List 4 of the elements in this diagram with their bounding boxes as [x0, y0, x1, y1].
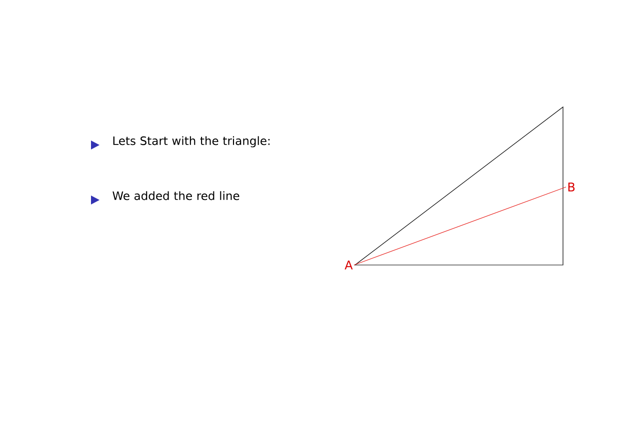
point-label: A: [344, 260, 353, 270]
point-label: B: [568, 182, 575, 192]
bullet-text: Lets Start with the triangle:: [113, 136, 270, 148]
bullet-text: We added the red line: [112, 191, 240, 200]
